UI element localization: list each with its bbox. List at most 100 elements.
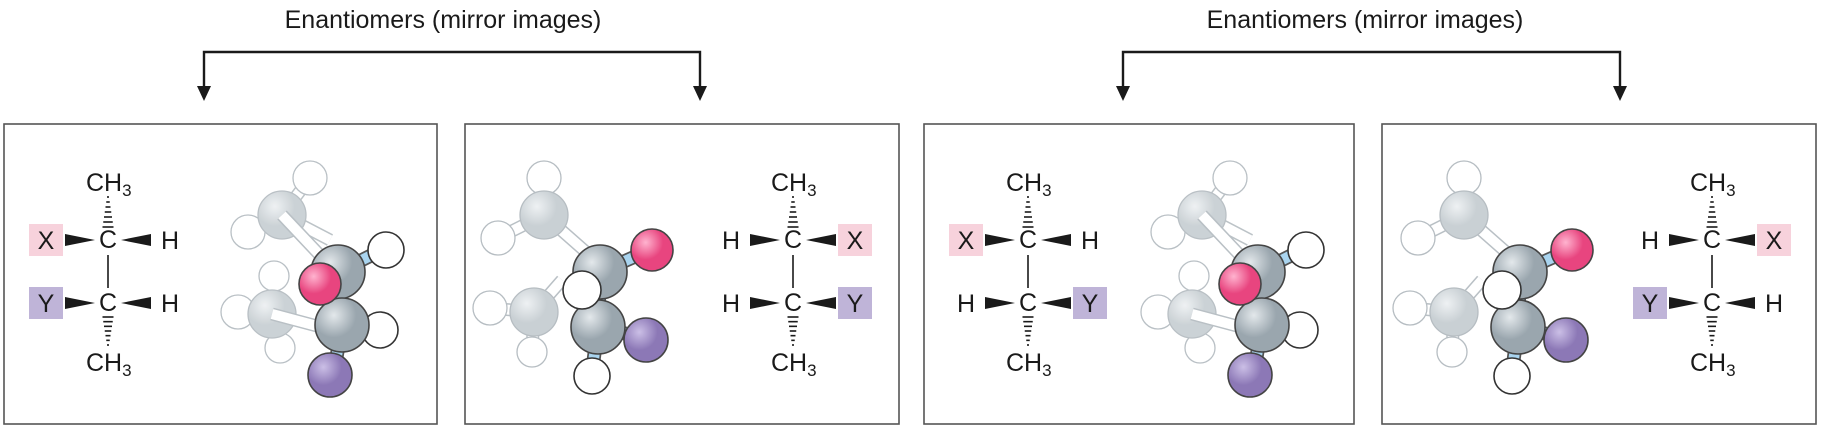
ghost-hydrogen-ball — [292, 160, 328, 196]
ghost-carbon-ball — [519, 190, 569, 240]
group-bottom-right-box — [838, 287, 872, 319]
ghost-hydrogen-ball — [472, 290, 508, 326]
carbon-bottom-label: C — [99, 289, 117, 317]
ghost-carbon-ball — [1429, 287, 1479, 337]
methyl-bottom-label: CH3 — [86, 349, 132, 380]
ghost-hydrogen-ball — [526, 160, 562, 196]
faded-back-atoms — [1392, 160, 1511, 368]
carbon-ball — [1234, 297, 1290, 353]
wedge-bottom-left — [985, 297, 1015, 309]
group-top-left: H — [1641, 227, 1659, 255]
group-top-left: X — [958, 227, 975, 255]
y-group-ball — [307, 352, 353, 398]
x-group-ball — [298, 262, 342, 306]
group-top-right: H — [161, 227, 179, 255]
carbon-top-label: C — [1019, 226, 1037, 254]
hashed-bond-bottom — [102, 316, 114, 346]
hydrogen-ball — [562, 270, 602, 310]
wedge-bottom-left — [750, 297, 780, 309]
panel-frame-1 — [3, 123, 438, 425]
ghost-hydrogen-ball — [480, 220, 516, 256]
hydrogen-ball — [1482, 270, 1522, 310]
group-bottom-right: H — [1765, 290, 1783, 318]
wedge-bottom-right — [1725, 297, 1755, 309]
wedge-bottom-right — [1041, 297, 1071, 309]
x-group-ball — [630, 228, 674, 272]
ball-and-stick-model-2 — [472, 160, 674, 395]
group-bottom-left-box — [1633, 287, 1667, 319]
y-group-ball — [1543, 317, 1589, 363]
hydrogen-ball — [367, 231, 405, 269]
methyl-bottom-label: CH3 — [771, 349, 817, 380]
ghost-carbon-ball — [1439, 190, 1489, 240]
ghost-hydrogen-ball — [1400, 220, 1436, 256]
carbon-bottom-label: C — [1019, 289, 1037, 317]
hydrogen-ball — [1287, 231, 1325, 269]
group-top-right-box — [838, 224, 872, 256]
wedge-top-right — [1725, 234, 1755, 246]
carbon-top-label: C — [99, 226, 117, 254]
front-atoms — [562, 228, 674, 395]
panel-frame-3 — [923, 123, 1355, 425]
wedge-top-left — [65, 234, 95, 246]
group-bottom-left-box — [29, 287, 63, 319]
wedge-top-left — [1669, 234, 1699, 246]
hashed-bond-bottom — [787, 316, 799, 346]
group-bottom-left: H — [957, 290, 975, 318]
wedge-bottom-left — [1669, 297, 1699, 309]
group-top-right: X — [847, 227, 864, 255]
wedge-top-right — [806, 234, 836, 246]
methyl-bottom-label: CH3 — [1006, 349, 1052, 380]
x-group-ball — [1218, 262, 1262, 306]
carbon-bottom-label: C — [1703, 289, 1721, 317]
hydrogen-ball — [1493, 357, 1531, 395]
faded-back-atoms — [472, 160, 591, 368]
carbon-top-label: C — [1703, 226, 1721, 254]
methyl-top-label: CH3 — [1006, 169, 1052, 200]
methyl-bottom-label: CH3 — [1690, 349, 1736, 380]
group-top-left-box — [29, 224, 63, 256]
methyl-top-label: CH3 — [86, 169, 132, 200]
ball-and-stick-model-3 — [1140, 160, 1325, 398]
group-bottom-right-box — [1073, 287, 1107, 319]
caption-left: Enantiomers (mirror images) — [285, 6, 602, 34]
wedge-bottom-right — [121, 297, 151, 309]
y-group-ball — [1227, 352, 1273, 398]
group-top-left-box — [949, 224, 983, 256]
carbon-bottom-label: C — [784, 289, 802, 317]
hashed-bond-top — [102, 196, 114, 228]
hashed-bond-top — [1022, 196, 1034, 228]
hashed-bond-bottom — [1022, 316, 1034, 346]
wedge-top-left — [985, 234, 1015, 246]
carbon-ball — [314, 297, 370, 353]
group-bottom-left: H — [722, 290, 740, 318]
wedge-bottom-left — [65, 297, 95, 309]
ball-and-stick-model-1 — [220, 160, 405, 398]
ball-and-stick-model-4 — [1392, 160, 1594, 395]
carbon-top-label: C — [784, 226, 802, 254]
ghost-hydrogen-ball — [1212, 160, 1248, 196]
bracket-left — [197, 50, 707, 101]
group-bottom-right: Y — [1082, 290, 1099, 318]
hashed-bond-bottom — [1706, 316, 1718, 346]
front-atoms — [1482, 228, 1594, 395]
group-top-right: X — [1766, 227, 1783, 255]
group-bottom-right: H — [161, 290, 179, 318]
ghost-hydrogen-ball — [516, 336, 548, 368]
ghost-carbon-ball — [509, 287, 559, 337]
group-top-left: H — [722, 227, 740, 255]
ghost-hydrogen-ball — [1392, 290, 1428, 326]
hashed-bond-top — [1706, 196, 1718, 228]
methyl-top-label: CH3 — [1690, 169, 1736, 200]
group-bottom-right: Y — [847, 290, 864, 318]
